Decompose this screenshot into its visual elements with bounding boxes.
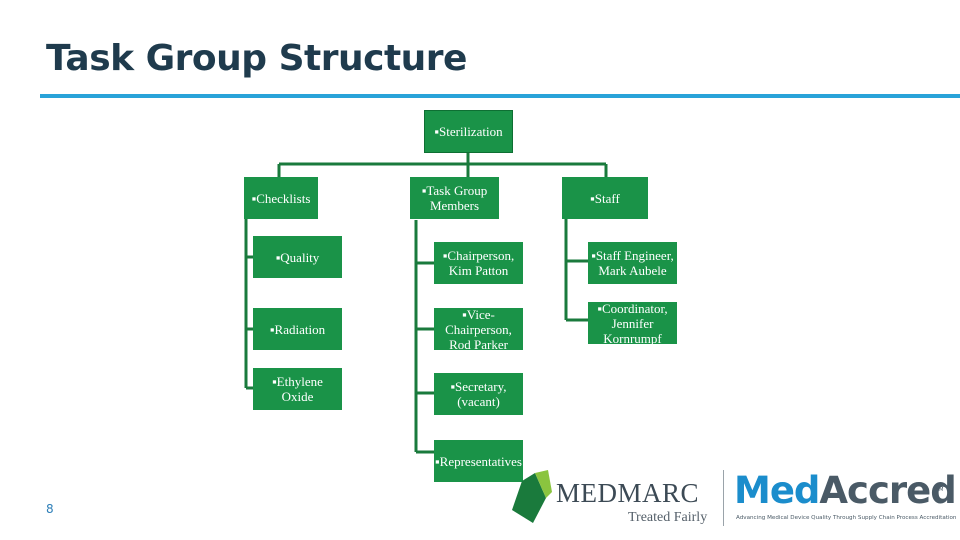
org-node-representatives: ▪Representatives (434, 440, 523, 482)
org-node-secretary-label: ▪Secretary, (vacant) (450, 379, 507, 409)
org-node-ethylene-oxide-label: ▪Ethylene Oxide (272, 374, 323, 404)
connector-staff-branch (564, 219, 588, 322)
org-node-coordinator-label: ▪Coordinator, Jennifer Kornrumpf (597, 300, 668, 346)
org-node-sterilization: ▪Sterilization (424, 110, 513, 153)
org-node-checklists-label: ▪Checklists (251, 190, 311, 206)
page-number: 8 (46, 502, 54, 516)
org-node-radiation-label: ▪Radiation (269, 321, 326, 337)
org-node-radiation: ▪Radiation (253, 308, 342, 350)
org-node-secretary: ▪Secretary, (vacant) (434, 373, 523, 415)
org-node-checklists: ▪Checklists (244, 177, 318, 219)
org-node-staff-engineer-label: ▪Staff Engineer, Mark Aubele (591, 248, 674, 278)
org-node-staff-engineer: ▪Staff Engineer, Mark Aubele (588, 242, 677, 284)
medaccred-logo-text-a: Med (734, 469, 820, 512)
logo-divider (723, 470, 724, 526)
org-node-sterilization-label: ▪Sterilization (434, 124, 503, 139)
connector-members-branch (414, 220, 434, 454)
org-node-coordinator: ▪Coordinator, Jennifer Kornrumpf (588, 300, 677, 346)
org-node-ethylene-oxide: ▪Ethylene Oxide (253, 368, 342, 410)
page-title: Task Group Structure (46, 38, 467, 79)
medaccred-logo-text-b: Accred (819, 469, 956, 512)
connector-checklists-branch (244, 219, 253, 390)
medaccred-logo-text: MedAccred (734, 469, 957, 512)
service-mark: SM (936, 487, 944, 493)
medmarc-tagline: Treated Fairly (628, 510, 708, 525)
medmarc-logo-text: MEDMARC (556, 478, 700, 508)
org-node-representatives-label: ▪Representatives (435, 453, 522, 469)
org-node-vice-chairperson: ▪Vice-Chairperson, Rod Parker (434, 306, 523, 352)
org-node-staff: ▪Staff (562, 177, 648, 219)
org-node-task-group-members: ▪Task Group Members (410, 177, 499, 219)
org-node-quality: ▪Quality (253, 236, 342, 278)
org-node-task-group-members-label: ▪Task Group Members (421, 183, 488, 213)
title-underline (40, 94, 960, 98)
org-node-staff-label: ▪Staff (590, 190, 620, 206)
org-node-quality-label: ▪Quality (275, 249, 320, 265)
medaccred-tagline: Advancing Medical Device Quality Through… (736, 515, 957, 521)
org-node-chairperson: ▪Chairperson, Kim Patton (434, 242, 523, 284)
org-node-chairperson-label: ▪Chairperson, Kim Patton (442, 248, 515, 278)
connector-root-bus (277, 152, 608, 177)
org-node-vice-chairperson-label: ▪Vice-Chairperson, Rod Parker (445, 306, 512, 352)
